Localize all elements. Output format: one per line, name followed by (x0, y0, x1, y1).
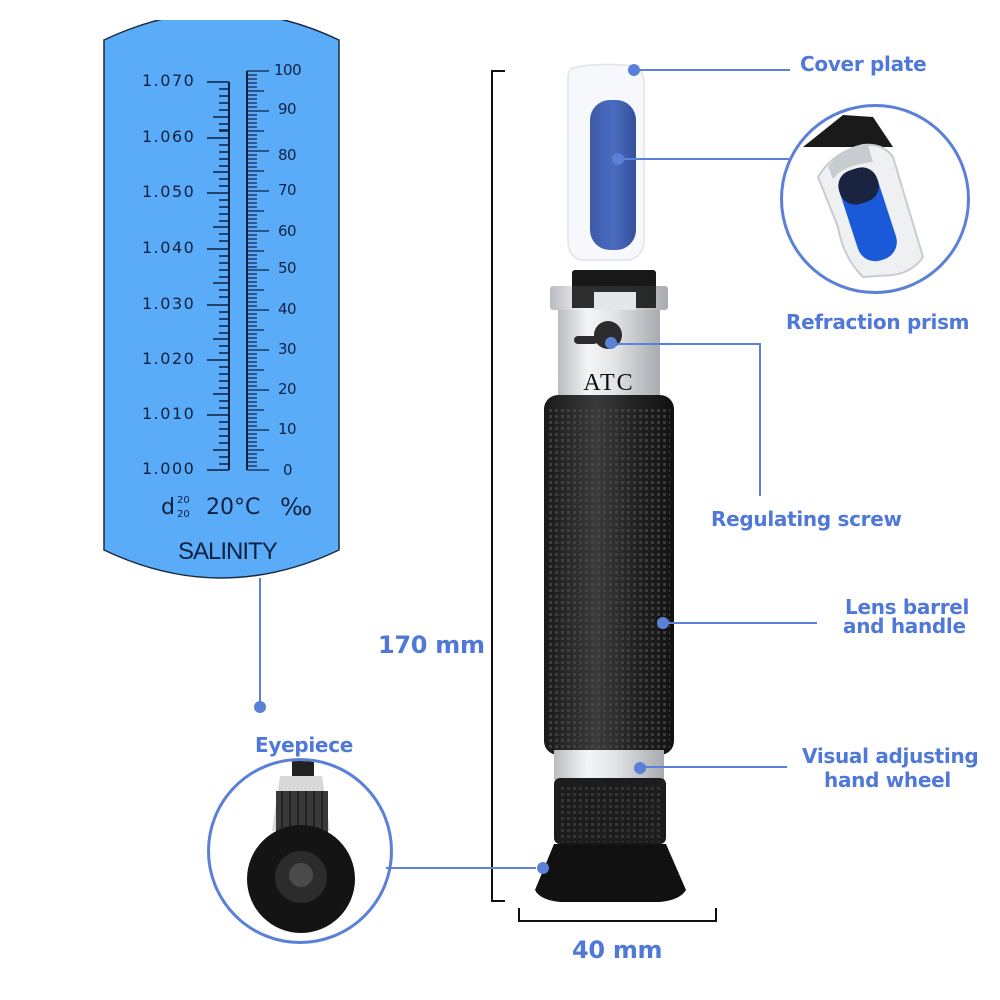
height-dimension-cap-top (491, 70, 505, 72)
salinity-scale-panel: 1.070 1.060 1.050 1.040 1.030 1.020 1.01… (103, 20, 340, 579)
height-dimension-cap-bottom (491, 900, 505, 902)
refraction-prism-detail-circle (780, 104, 970, 294)
scale-left-tick-label: 1.020 (142, 349, 196, 368)
visual-adjusting-line (640, 766, 787, 768)
cover-plate-label: Cover plate (800, 52, 927, 76)
visual-adjusting-label-line2: hand wheel (824, 768, 951, 792)
scale-right-tick-label: 50 (278, 259, 297, 277)
scale-right-tick-label: 0 (283, 461, 293, 479)
scale-left-tick-label: 1.050 (142, 182, 196, 201)
scale-left-tick-label: 1.040 (142, 238, 196, 257)
scale-right-tick-label: 40 (278, 300, 297, 318)
eyepiece-line (386, 867, 536, 869)
eyepiece-label: Eyepiece (255, 733, 354, 757)
regulating-screw-line-h (611, 343, 761, 345)
lens-barrel-label-line1: Lens barrel (845, 595, 970, 619)
width-dimension-cap-left (518, 908, 520, 922)
eyepiece-closeup-image (247, 761, 355, 933)
eyepiece-detail-circle (207, 758, 393, 944)
visual-adjusting-label-line1: Visual adjusting (802, 744, 979, 768)
scale-right-tick-label: 20 (278, 380, 297, 398)
atc-badge: ATC (583, 370, 634, 396)
temperature-label: 20°C (206, 495, 261, 520)
lens-barrel-line (663, 622, 817, 624)
eyepiece-dot (537, 862, 549, 874)
scale-right-tick-label: 10 (278, 420, 297, 438)
scale-right-tick-label: 60 (278, 222, 297, 240)
width-dimension-line (518, 920, 717, 922)
refraction-prism-line (618, 158, 790, 160)
height-dimension-line (491, 70, 493, 902)
visual-adjusting-dot (634, 762, 646, 774)
scale-left-tick-label: 1.060 (142, 127, 196, 146)
lens-barrel-label-line2: and handle (843, 614, 966, 638)
scale-left-tick-label: 1.070 (142, 71, 196, 90)
scale-title: SALINITY (178, 538, 278, 565)
regulating-screw-line-v (759, 343, 761, 496)
scale-connector-line (259, 578, 261, 706)
refractometer-device: ATC (530, 60, 710, 910)
scale-left-tick-label: 1.000 (142, 459, 196, 478)
regulating-screw-label: Regulating screw (711, 507, 902, 531)
scale-connector-dot (254, 701, 266, 713)
density-symbol: d 20 20 (161, 495, 190, 520)
scale-right-tick-label: 100 (274, 61, 302, 79)
scale-left-tick-label: 1.030 (142, 294, 196, 313)
prism-closeup-image (803, 115, 925, 279)
refraction-prism-label: Refraction prism (786, 310, 970, 334)
scale-right-tick-label: 70 (278, 181, 297, 199)
width-dimension-label: 40 mm (572, 936, 663, 964)
scale-right-tick-label: 90 (278, 100, 297, 118)
scale-right-tick-label: 30 (278, 340, 297, 358)
width-dimension-cap-right (715, 908, 717, 922)
cover-plate-line (634, 69, 790, 71)
scale-panel-shape (103, 20, 340, 579)
height-dimension-label: 170 mm (378, 631, 485, 659)
unit-permille: ‰ (280, 493, 313, 521)
scale-left-tick-label: 1.010 (142, 404, 196, 423)
refractometer-illustration: ATC (535, 63, 686, 902)
scale-right-tick-label: 80 (278, 146, 297, 164)
